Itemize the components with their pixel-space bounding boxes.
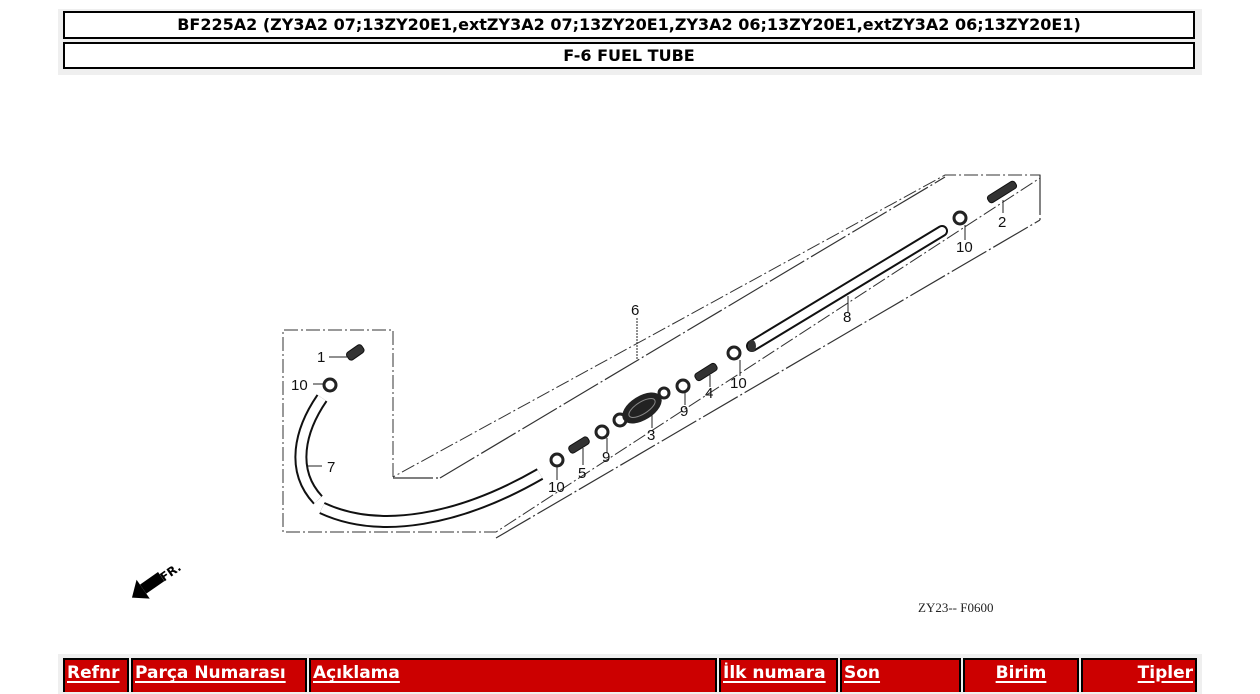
callout-10a: 10: [291, 377, 308, 394]
diagram-reference-code: ZY23-- F0600: [918, 600, 993, 615]
callout-8: 8: [843, 309, 851, 326]
connector-parts: [346, 180, 1018, 454]
callout-2: 2: [998, 214, 1006, 231]
model-title: BF225A2 (ZY3A2 07;13ZY20E1,extZY3A2 07;1…: [63, 11, 1195, 39]
parts-table: Refnr Parça Numarası Açıklama İlk numara…: [58, 654, 1202, 694]
callout-10b: 10: [548, 479, 565, 496]
section-title: F-6 FUEL TUBE: [63, 42, 1195, 69]
column-header-part-number[interactable]: Parça Numarası: [131, 658, 307, 692]
callout-4: 4: [705, 385, 713, 402]
sort-link-first-number[interactable]: İlk numara: [723, 663, 826, 683]
sort-link-last[interactable]: Son: [844, 663, 881, 683]
header-panel: BF225A2 (ZY3A2 07;13ZY20E1,extZY3A2 07;1…: [58, 9, 1202, 75]
callout-7: 7: [327, 459, 335, 476]
column-header-last[interactable]: Son: [840, 658, 961, 692]
callout-5: 5: [578, 465, 586, 482]
column-header-unit[interactable]: Birim: [963, 658, 1079, 692]
column-header-first-number[interactable]: İlk numara: [719, 658, 838, 692]
callout-3: 3: [647, 427, 655, 444]
sort-link-part-number[interactable]: Parça Numarası: [135, 663, 286, 683]
column-header-description[interactable]: Açıklama: [309, 658, 717, 692]
front-arrow-icon: [131, 572, 165, 599]
fuel-tube-7: [294, 394, 544, 528]
callout-9b: 9: [602, 449, 610, 466]
callout-1: 1: [317, 349, 325, 366]
column-header-refnr[interactable]: Refnr: [63, 658, 129, 692]
fuel-tube-8: [746, 225, 948, 352]
sort-link-unit[interactable]: Birim: [995, 663, 1047, 683]
parts-diagram-svg: 1 2 3 4 5 6 7 8 9 9 10 10 10 10 FR. ZY23…: [131, 174, 1041, 615]
sort-link-refnr[interactable]: Refnr: [67, 663, 120, 683]
assembly-6-outline: [393, 175, 1041, 539]
sort-link-types[interactable]: Tipler: [1137, 663, 1193, 683]
parts-diagram: 1 2 3 4 5 6 7 8 9 9 10 10 10 10 FR. ZY23…: [0, 75, 1260, 650]
callout-leaders: [308, 200, 1004, 480]
callout-9a: 9: [680, 403, 688, 420]
left-bracket-outline: [282, 174, 1041, 533]
column-header-types[interactable]: Tipler: [1081, 658, 1197, 692]
clamp-parts: [322, 210, 968, 468]
sort-link-description[interactable]: Açıklama: [313, 663, 400, 683]
primer-bulb-3: [612, 386, 671, 428]
callout-10c: 10: [730, 375, 747, 392]
callout-10d: 10: [956, 239, 973, 256]
callout-6: 6: [631, 302, 639, 319]
